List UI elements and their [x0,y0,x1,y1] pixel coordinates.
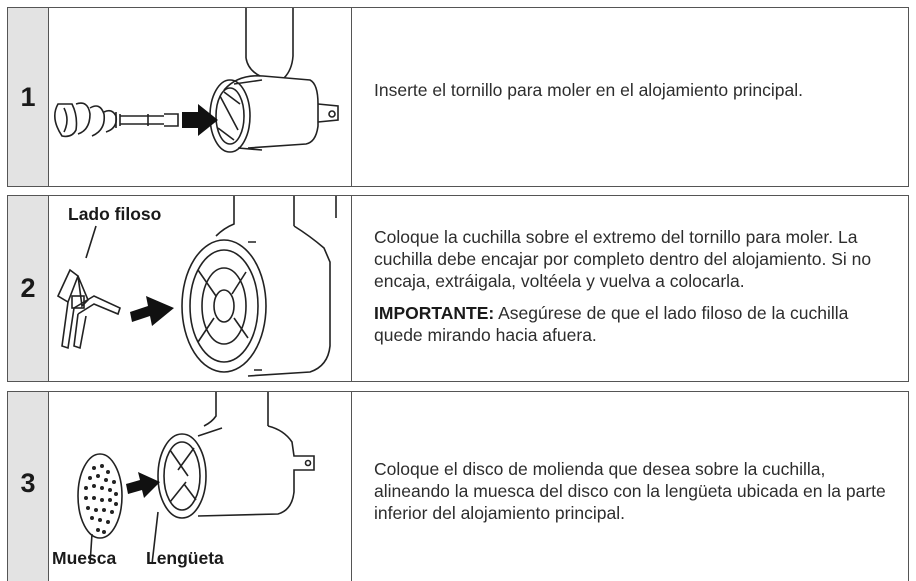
step-3: 3 [7,391,909,581]
step-2-illustration: Lado filoso [48,196,352,381]
step-instruction: Inserte el tornillo para moler en el alo… [374,80,803,100]
disc-alignment-illustration [77,392,315,565]
step-number: 3 [20,468,36,498]
step-number-column: 1 [8,8,49,186]
grinder-screw-insert-illustration [54,8,339,153]
step-instruction: Coloque la cuchilla sobre el extremo del… [374,227,872,291]
important-text: Asegúrese de que el lado filoso de la cu… [374,303,849,345]
important-note: IMPORTANTE: Asegúrese de que el lado fil… [374,302,894,346]
step-3-text: Coloque el disco de molienda que desea s… [374,458,894,524]
step-number: 1 [20,82,36,112]
step-1-illustration [48,8,352,186]
step-2: 2 [7,195,909,382]
step-1: 1 [7,7,909,187]
important-label: IMPORTANTE: [374,303,495,323]
step-number: 2 [20,273,36,303]
label-sharp-side: Lado filoso [68,204,162,224]
step-3-illustration: Muesca Lengüeta [48,392,352,581]
step-number-column: 2 [8,196,49,381]
step-instruction: Coloque el disco de molienda que desea s… [374,459,886,523]
label-tab: Lengüeta [146,548,224,568]
step-number-column: 3 [8,392,49,581]
step-2-text: Coloque la cuchilla sobre el extremo del… [374,226,894,346]
blade-placement-illustration [56,196,337,377]
label-notch: Muesca [52,548,117,568]
step-1-text: Inserte el tornillo para moler en el alo… [374,79,894,101]
